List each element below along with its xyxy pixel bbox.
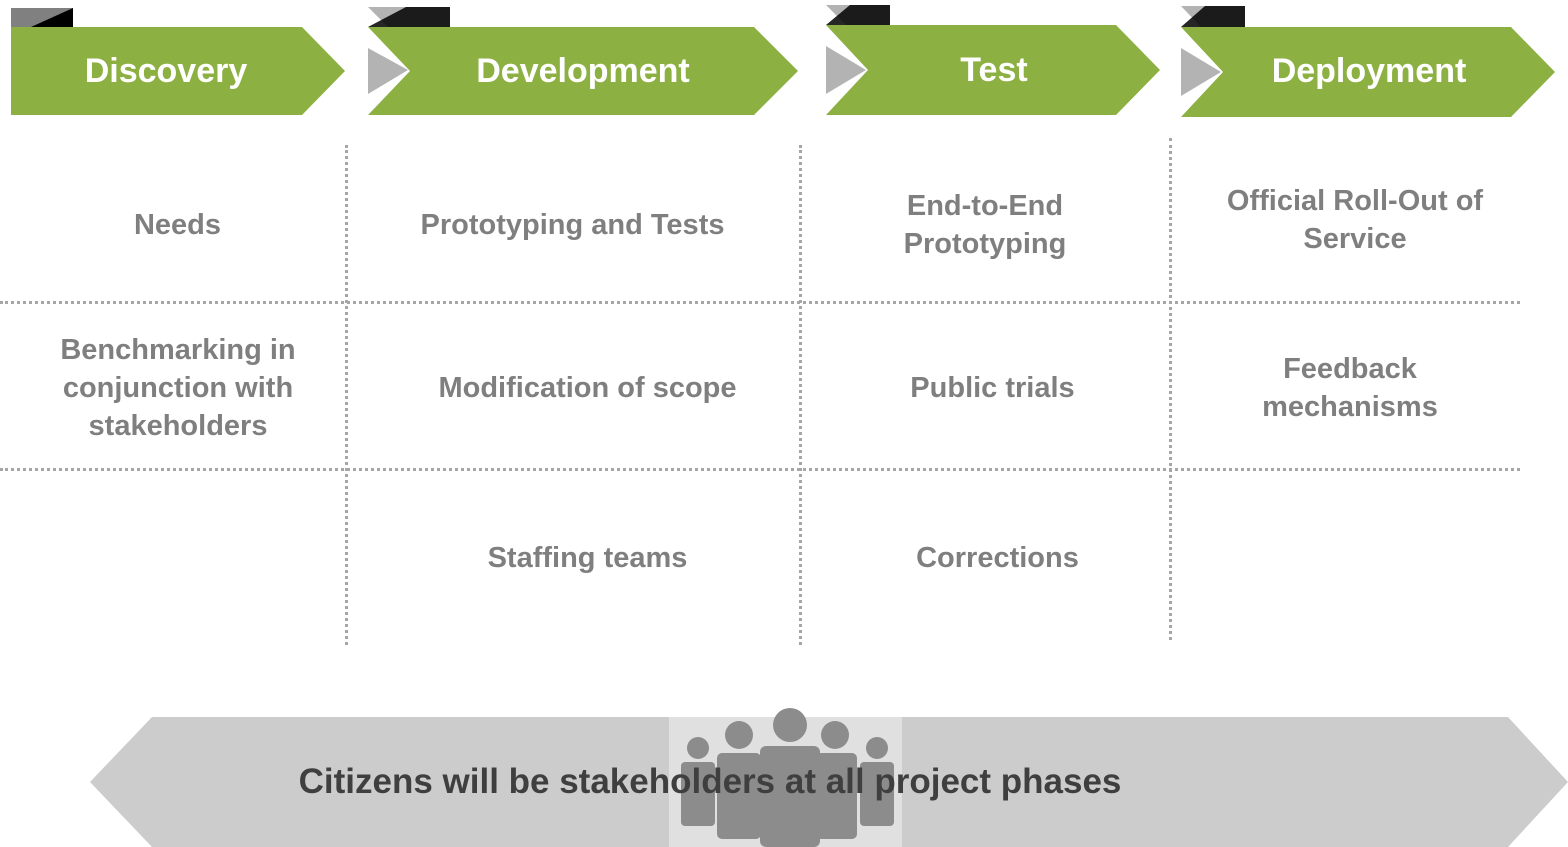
phase-development: Development bbox=[368, 0, 808, 120]
phase-discovery: Discovery bbox=[11, 0, 351, 120]
cell-text: End-to-End Prototyping bbox=[903, 190, 1067, 260]
cell-text: Public trials bbox=[910, 371, 1075, 404]
cell-empty bbox=[1180, 480, 1520, 635]
cell-text: Modification of scope bbox=[438, 371, 737, 404]
cell-text: Staffing teams bbox=[487, 541, 688, 574]
cell-benchmarking: Benchmarking in conjunction with stakeho… bbox=[30, 310, 326, 465]
column-divider bbox=[345, 145, 348, 645]
phase-label: Test bbox=[960, 51, 1028, 89]
cell-text: Official Roll-Out of Service bbox=[1226, 185, 1484, 255]
cell-empty bbox=[10, 480, 345, 635]
cell-text: Corrections bbox=[916, 541, 1079, 574]
phase-deployment: Deployment bbox=[1181, 0, 1561, 120]
phase-label: Development bbox=[476, 52, 690, 90]
row-divider bbox=[0, 468, 1520, 471]
cell-text: Benchmarking in conjunction with stakeho… bbox=[60, 333, 296, 442]
cell-public-trials: Public trials bbox=[815, 310, 1170, 465]
phase-label: Discovery bbox=[84, 52, 248, 90]
phase-chevron-shape bbox=[1181, 6, 1555, 117]
cell-corrections: Corrections bbox=[815, 480, 1180, 635]
phase-chevron-shape bbox=[826, 5, 1160, 115]
cell-staffing-teams: Staffing teams bbox=[360, 480, 815, 635]
column-divider bbox=[799, 145, 802, 645]
cell-official-roll-out: Official Roll-Out of Service bbox=[1200, 145, 1510, 295]
phase-label: Deployment bbox=[1271, 52, 1467, 90]
cell-end-to-end-prototyping: End-to-End Prototyping bbox=[885, 150, 1085, 300]
row-divider bbox=[0, 301, 1520, 304]
cell-modification-of-scope: Modification of scope bbox=[370, 310, 805, 465]
cell-prototyping-and-tests: Prototyping and Tests bbox=[350, 150, 795, 300]
cell-text: Prototyping and Tests bbox=[420, 209, 725, 241]
phase-chevron-shape bbox=[11, 8, 345, 115]
banner-text: Citizens will be stakeholders at all pro… bbox=[298, 762, 1122, 801]
cell-needs: Needs bbox=[10, 150, 345, 300]
cell-text: Needs bbox=[133, 209, 222, 241]
cell-text: Feedback mechanisms bbox=[1262, 352, 1438, 423]
people-group-icon bbox=[669, 708, 902, 847]
cell-feedback-mechanisms: Feedback mechanisms bbox=[1230, 310, 1470, 465]
phase-chevron-shape bbox=[368, 7, 798, 115]
phase-test: Test bbox=[826, 0, 1171, 120]
column-divider bbox=[1169, 138, 1172, 640]
